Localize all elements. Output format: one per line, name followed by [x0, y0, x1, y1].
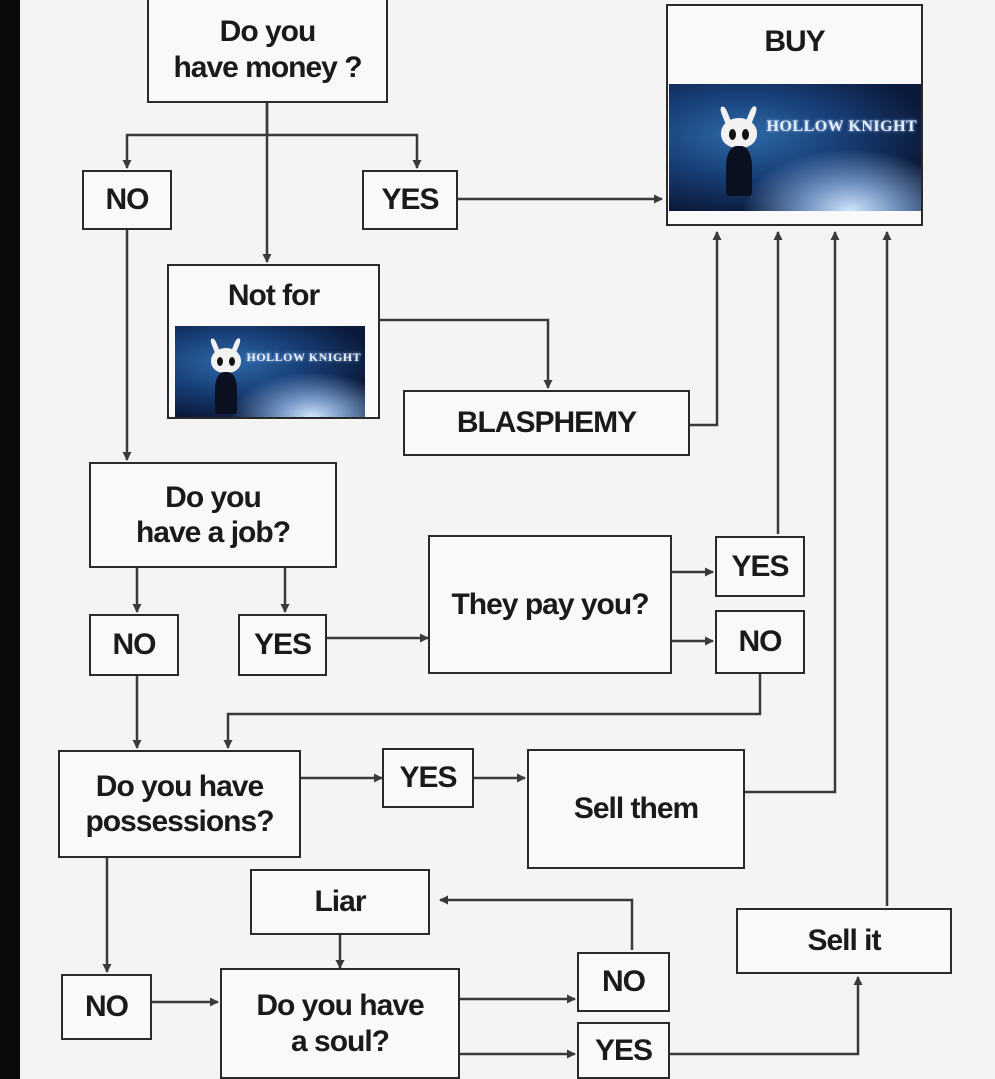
- liar-box: Liar: [250, 869, 430, 935]
- question-they-pay: They pay you?: [428, 535, 672, 674]
- job-no: NO: [89, 614, 179, 676]
- possessions-no-text: NO: [85, 990, 129, 1024]
- knight-icon-small: [210, 347, 241, 373]
- money-no: NO: [82, 170, 172, 230]
- knight-icon: [720, 118, 757, 148]
- job-yes-text: YES: [253, 628, 312, 662]
- hollow-knight-logo-small: HOLLOW KNIGHT: [246, 349, 362, 364]
- arrow-money-to-yes: [267, 133, 422, 169]
- buy-label: BUY: [764, 25, 825, 58]
- left-black-border: [0, 0, 20, 1079]
- sell-it-text: Sell it: [807, 924, 881, 958]
- question-have-possessions-text: Do you have possessions?: [85, 769, 274, 838]
- money-yes: YES: [362, 170, 458, 230]
- pay-yes-text: YES: [731, 549, 789, 583]
- arrow-money-to-no: [122, 103, 269, 169]
- soul-no-text: NO: [602, 965, 646, 999]
- arrow-no-soul-to-liar: [439, 895, 634, 950]
- arrow-no-pay-to-possessions: [223, 674, 762, 749]
- buy-box: BUY HOLLOW KNIGHT: [666, 4, 923, 226]
- soul-no: NO: [577, 952, 670, 1012]
- not-for-text: Not for: [227, 279, 320, 312]
- question-have-job: Do you have a job?: [89, 462, 337, 568]
- sell-them-box: Sell them: [527, 749, 745, 869]
- question-have-money: Do you have money ?: [147, 0, 388, 103]
- possessions-yes: YES: [382, 748, 474, 808]
- sell-them-text: Sell them: [573, 792, 699, 826]
- arrow-sell-them-to-buy: [745, 231, 840, 794]
- question-have-money-text: Do you have money ?: [173, 15, 362, 84]
- arrow-blasphemy-to-buy: [690, 231, 722, 427]
- hollow-knight-banner-large: HOLLOW KNIGHT: [668, 84, 921, 211]
- pay-yes: YES: [715, 536, 805, 597]
- question-have-job-text: Do you have a job?: [135, 480, 291, 549]
- hollow-knight-banner-small: HOLLOW KNIGHT: [174, 325, 365, 417]
- money-yes-text: YES: [381, 183, 439, 217]
- question-have-soul-text: Do you have a soul?: [256, 989, 424, 1058]
- sell-it-box: Sell it: [736, 908, 952, 974]
- liar-text: Liar: [314, 885, 366, 919]
- blasphemy-text: BLASPHEMY: [456, 406, 637, 440]
- money-no-text: NO: [105, 183, 150, 217]
- possessions-no: NO: [61, 974, 152, 1040]
- arrow-not-for-to-blasphemy: [380, 318, 553, 389]
- pay-no: NO: [715, 610, 805, 674]
- hollow-knight-logo: HOLLOW KNIGHT: [766, 118, 918, 135]
- question-have-soul: Do you have a soul?: [220, 968, 460, 1079]
- arrow-yes-soul-to-sell-it: [670, 976, 863, 1056]
- pay-no-text: NO: [738, 625, 783, 659]
- not-for-box: Not for HOLLOW KNIGHT: [167, 264, 380, 419]
- job-yes: YES: [238, 614, 327, 676]
- question-they-pay-text: They pay you?: [451, 587, 649, 621]
- soul-yes-text: YES: [594, 1033, 653, 1067]
- possessions-yes-text: YES: [399, 761, 457, 795]
- question-have-possessions: Do you have possessions?: [58, 750, 301, 858]
- job-no-text: NO: [112, 628, 157, 662]
- blasphemy-box: BLASPHEMY: [403, 390, 690, 456]
- soul-yes: YES: [577, 1022, 670, 1079]
